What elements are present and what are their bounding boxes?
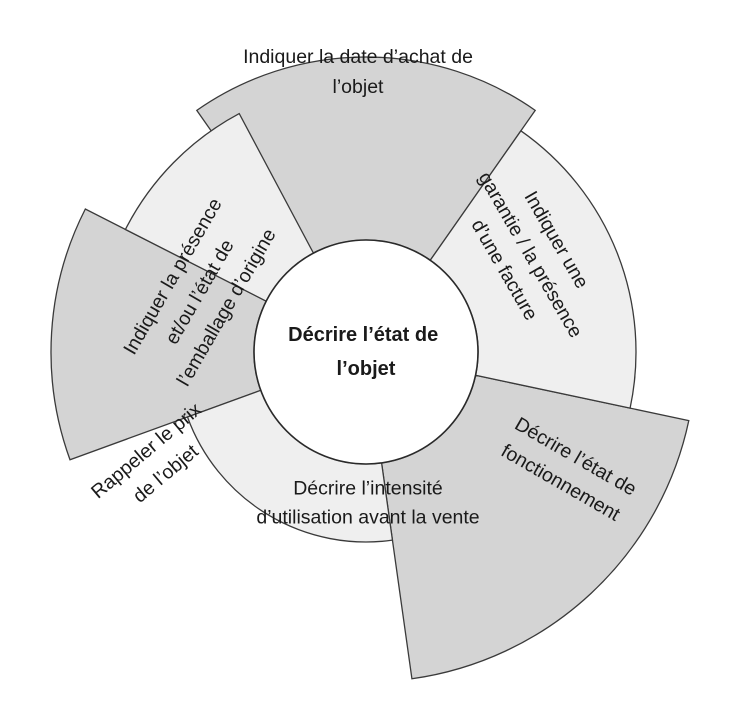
center-circle — [253, 239, 479, 465]
segment-label-line: Décrire l’intensité — [293, 478, 443, 500]
center-label-line-2: l’objet — [337, 358, 396, 380]
segment-label-date-achat: Indiquer la date d’achat de l’objet — [243, 46, 473, 98]
segment-label-line: l’objet — [333, 76, 385, 98]
center-label: Décrire l’état de l’objet — [288, 324, 444, 380]
segment-label-line: d’utilisation avant la vente — [256, 507, 479, 529]
center-label-line-1: Décrire l’état de — [288, 324, 438, 346]
segment-label-utilisation: Décrire l’intensité d’utilisation avant l… — [256, 478, 479, 529]
segment-label-line: Indiquer la date d’achat de — [243, 46, 473, 68]
